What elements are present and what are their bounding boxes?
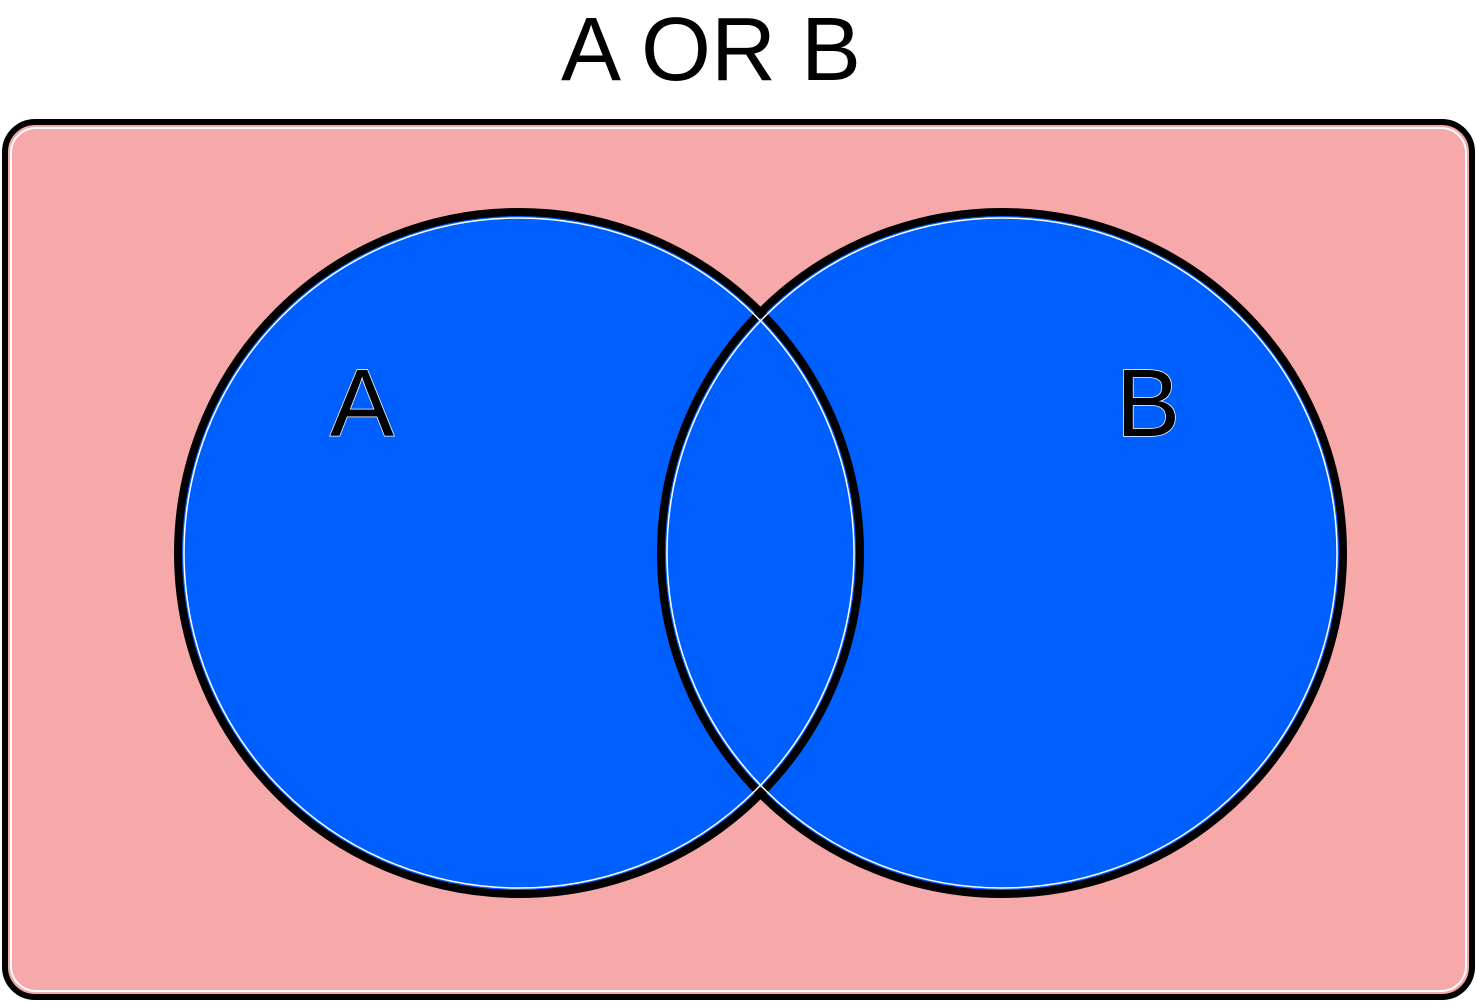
set-a-circle bbox=[178, 212, 860, 894]
universe-inner-outline bbox=[10, 127, 1467, 992]
set-b-inner-outline bbox=[666, 217, 1338, 889]
set-a-outline bbox=[174, 208, 864, 898]
diagram-title: A OR B bbox=[561, 0, 861, 100]
set-a-inner-outline bbox=[183, 217, 855, 889]
set-b-outline bbox=[657, 208, 1347, 898]
set-b-label: B bbox=[1116, 350, 1180, 457]
set-b-circle bbox=[661, 212, 1343, 894]
set-a-label: A bbox=[330, 350, 394, 457]
